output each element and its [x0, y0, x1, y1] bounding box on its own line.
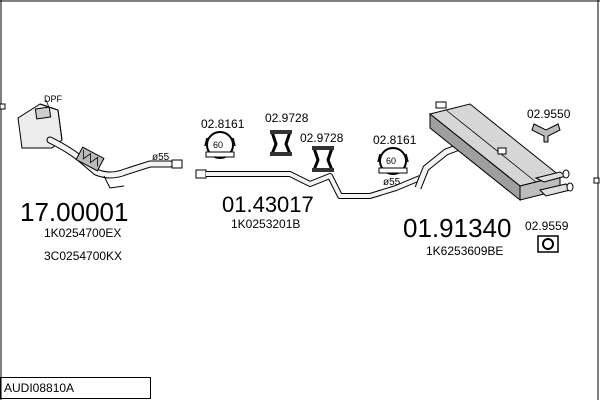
- left-marker: [0, 103, 6, 110]
- rear-silencer: [414, 101, 574, 202]
- accessory-code-8161-left: 02.8161: [201, 117, 245, 131]
- reference-front-2: 3C0254700KX: [44, 249, 123, 263]
- dpf-label: DPF: [44, 94, 62, 104]
- right-marker: [593, 177, 600, 184]
- bracket-9550-art: [531, 123, 561, 143]
- accessory-code-9728-b: 02.9728: [300, 131, 344, 145]
- part-number-rear: 01.91340: [403, 213, 512, 243]
- reference-rear-1: 1K6253609BE: [426, 244, 504, 258]
- assembly-code-box: [0, 377, 151, 399]
- hanger-9728-b-art: [312, 146, 334, 172]
- clamp-8161-left-art: [204, 131, 236, 159]
- part-number-middle: 01.43017: [222, 192, 314, 217]
- reference-middle-1: 1K0253201B: [231, 217, 301, 231]
- diameter-label-front: ø55: [152, 152, 170, 163]
- assembly-code: AUDI08810A: [4, 381, 75, 395]
- accessory-code-9728-a: 02.9728: [265, 111, 309, 125]
- clamp-badge-right: 60: [386, 156, 397, 166]
- hanger-9728-a-art: [270, 130, 292, 156]
- ring-9559-art: [537, 235, 559, 253]
- diameter-label-rear: ø55: [383, 177, 401, 188]
- accessory-code-8161-right: 02.8161: [373, 133, 417, 147]
- clamp-badge-left: 60: [213, 140, 224, 150]
- clamp-8161-right-art: [377, 147, 409, 175]
- accessory-code-9559: 02.9559: [525, 219, 569, 233]
- reference-front-1: 1K0254700EX: [44, 226, 122, 240]
- accessory-code-9550: 02.9550: [527, 107, 571, 121]
- middle-pipe: [195, 169, 422, 199]
- dpf-front-pipe: [17, 99, 183, 189]
- part-number-front: 17.00001: [20, 197, 129, 227]
